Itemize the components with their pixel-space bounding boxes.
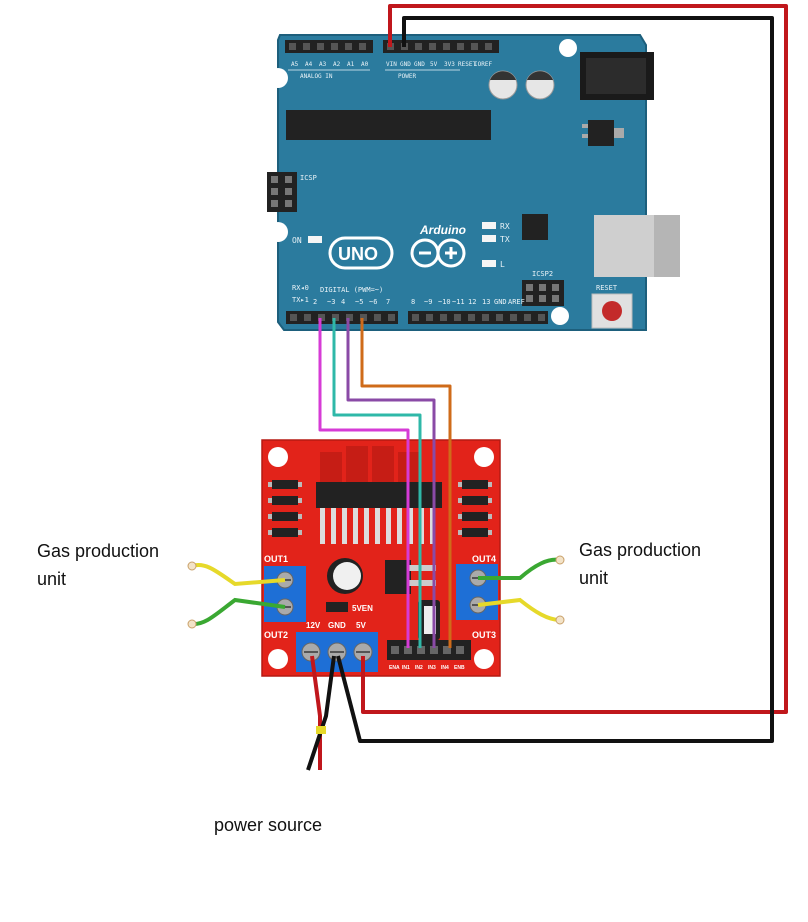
pin-label-in1: IN1 xyxy=(402,665,410,671)
mounting-hole xyxy=(268,68,288,88)
pin-label-d6: ~6 xyxy=(369,298,377,306)
pin-label-3v3: 3V3 xyxy=(444,61,455,68)
rx-led xyxy=(482,222,496,229)
pin-label-gnd: GND xyxy=(494,298,507,306)
reset-button-cap xyxy=(602,301,622,321)
pin-label-d5: ~5 xyxy=(355,298,363,306)
arduino-uno-board: A5 A4 A3 A2 A1 A0 ANALOG IN VIN GND GND … xyxy=(267,34,680,331)
pin-label-d9: ~9 xyxy=(424,298,432,306)
out3-label: OUT3 xyxy=(472,630,496,640)
l-led xyxy=(482,260,496,267)
on-label: ON xyxy=(292,236,302,245)
reset-label: RESET xyxy=(596,284,618,292)
signal-wires xyxy=(318,318,452,648)
signal-wire-magenta xyxy=(318,318,410,648)
pin-label-tx1: TX▸1 xyxy=(292,296,309,304)
usb-chip xyxy=(522,214,548,240)
arduino-logo: UNO Arduino xyxy=(328,223,466,270)
pin-label-a4: A4 xyxy=(305,61,313,68)
arduino-brand-text: Arduino xyxy=(419,223,466,237)
icsp-label: ICSP xyxy=(300,174,317,182)
pin-label-a2: A2 xyxy=(333,61,341,68)
microcontroller-chip xyxy=(286,110,491,140)
rx-label: RX xyxy=(500,222,510,231)
left-unit-label-line1: Gas production xyxy=(37,541,159,561)
pin-label-5v: 5V xyxy=(430,61,438,68)
mounting-hole xyxy=(268,222,288,242)
out4-label: OUT4 xyxy=(472,554,496,564)
pin-label-aref: AREF xyxy=(508,298,525,306)
pin-label-d2: 2 xyxy=(313,298,317,306)
mounting-hole xyxy=(268,649,288,669)
pin-label-enb: ENB xyxy=(454,665,465,671)
power-source-lead-red xyxy=(310,655,322,770)
icsp2-header xyxy=(522,280,564,306)
l-label: L xyxy=(500,260,505,269)
signal-wire-orange xyxy=(360,318,452,648)
signal-wire-purple xyxy=(346,318,436,648)
pin-label-d8: 8 xyxy=(411,298,415,306)
mounting-hole xyxy=(559,39,577,57)
tx-label: TX xyxy=(500,235,510,244)
power-label: POWER xyxy=(398,73,416,80)
mounting-hole xyxy=(551,307,569,325)
pin-label-in4: IN4 xyxy=(441,665,449,671)
uno-text: UNO xyxy=(338,244,378,264)
motor-driver-board: 5VEN OUT1 OUT2 OUT3 OUT4 12V GND 5V ENA … xyxy=(261,439,501,677)
pin-label-d7: 7 xyxy=(386,298,390,306)
pin-label-d12: 12 xyxy=(468,298,476,306)
mounting-hole xyxy=(474,447,494,467)
pin-label-d3: ~3 xyxy=(327,298,335,306)
digital-label: DIGITAL (PWM=~) xyxy=(320,286,383,294)
pin-label-d4: 4 xyxy=(341,298,345,306)
power-wire-red xyxy=(361,4,788,714)
analog-in-label: ANALOG IN xyxy=(300,73,333,80)
on-led xyxy=(308,236,322,243)
voltage-regulator xyxy=(588,120,614,146)
5v-label: 5V xyxy=(356,621,366,630)
pin-label-a1: A1 xyxy=(347,61,355,68)
power-source-lead-black xyxy=(306,655,336,771)
pin-label-d11: ~11 xyxy=(452,298,465,306)
icsp2-label: ICSP2 xyxy=(532,270,553,278)
enable-5v-label: 5VEN xyxy=(352,604,373,613)
power-source-label: power source xyxy=(214,815,322,835)
tx-led xyxy=(482,235,496,242)
out2-label: OUT2 xyxy=(264,630,288,640)
signal-wire-teal xyxy=(332,318,422,648)
pin-label-a3: A3 xyxy=(319,61,327,68)
5v-enable-jumper xyxy=(326,602,348,612)
right-unit-label-line1: Gas production xyxy=(579,540,701,560)
right-unit-label-line2: unit xyxy=(579,568,608,588)
12v-label: 12V xyxy=(306,621,321,630)
pin-label-ioref: IOREF xyxy=(474,61,492,68)
mounting-hole xyxy=(268,447,288,467)
pin-label-reset: RESET xyxy=(458,61,476,68)
pin-label-d13: 13 xyxy=(482,298,490,306)
pin-label-in2: IN2 xyxy=(415,665,423,671)
pin-label-gnd: GND xyxy=(400,61,411,68)
pin-label-vin: VIN xyxy=(386,61,397,68)
pin-label-rx0: RX◂0 xyxy=(292,284,309,292)
pin-label-ena: ENA xyxy=(389,665,400,671)
gnd-label: GND xyxy=(328,621,346,630)
pin-label-gnd: GND xyxy=(414,61,425,68)
ground-wire-black xyxy=(336,16,774,743)
mounting-hole xyxy=(474,649,494,669)
digital-header-low xyxy=(286,311,398,324)
pin-label-d10: ~10 xyxy=(438,298,451,306)
pin-label-in3: IN3 xyxy=(428,665,436,671)
pin-label-a5: A5 xyxy=(291,61,299,68)
out1-label: OUT1 xyxy=(264,554,288,564)
left-unit-label-line2: unit xyxy=(37,569,66,589)
power-header xyxy=(383,40,499,53)
pin-label-a0: A0 xyxy=(361,61,369,68)
